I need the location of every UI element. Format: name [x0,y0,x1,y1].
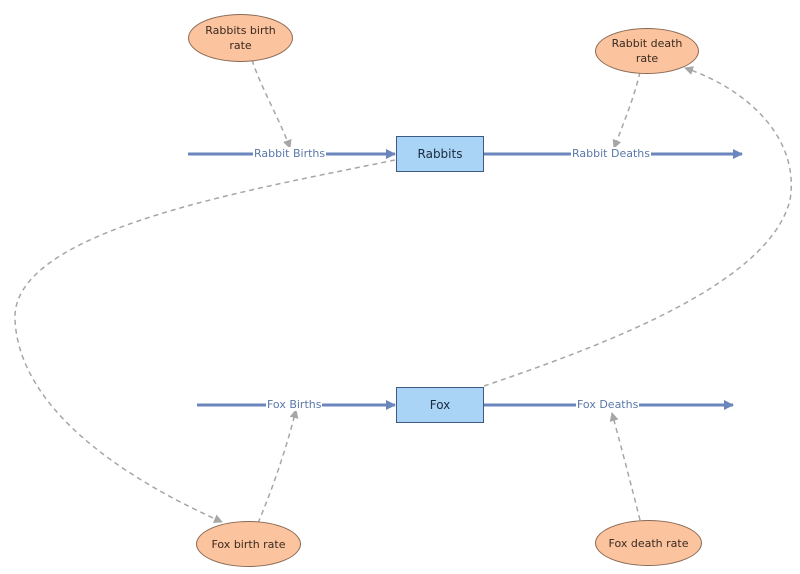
link-fox-birth-rate-to-fox-births[interactable] [257,409,299,524]
variable-rabbits-birth-rate[interactable]: Rabbits birth rate [188,14,293,62]
variable-fox-birth-rate[interactable]: Fox birth rate [196,521,301,567]
link-fox-to-rabbit-death-rate[interactable] [483,66,792,387]
link-rabbits-birth-rate-to-rabbit-births[interactable] [251,59,292,149]
flow-label-rabbit-deaths: Rabbit Deaths [571,147,651,160]
variable-fox-death-rate[interactable]: Fox death rate [595,520,702,566]
stock-rabbits[interactable]: Rabbits [396,136,484,172]
link-rabbits-to-fox-birth-rate[interactable] [14,159,396,523]
variable-rabbit-death-rate[interactable]: Rabbit death rate [595,28,699,74]
flow-label-fox-deaths: Fox Deaths [576,398,640,411]
flow-label-fox-births: Fox Births [266,398,323,411]
link-rabbit-death-rate-to-rabbit-deaths[interactable] [612,71,641,149]
link-fox-death-rate-to-fox-deaths[interactable] [609,412,641,521]
stock-fox[interactable]: Fox [396,387,484,423]
flow-label-rabbit-births: Rabbit Births [253,147,327,160]
